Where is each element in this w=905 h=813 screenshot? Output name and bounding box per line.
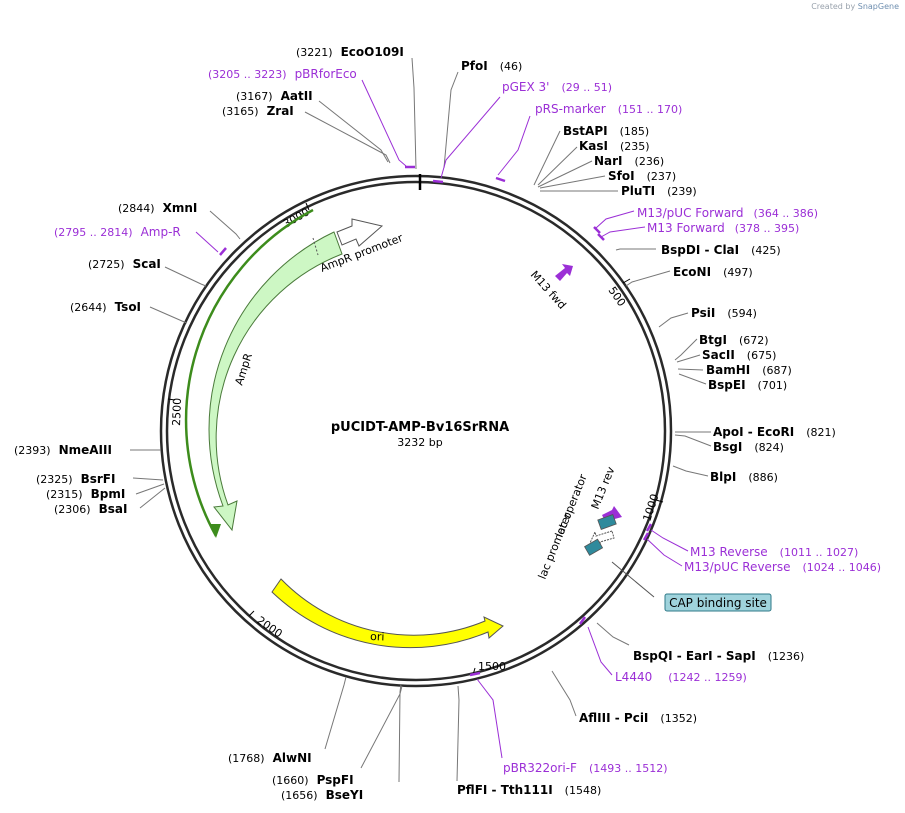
enzyme-bpmi[interactable]: (2315)BpmI [46, 487, 125, 501]
ampr-feature[interactable] [208, 231, 343, 532]
enzyme-tsoi[interactable]: (2644)TsoI [70, 300, 141, 314]
cap-site-leader [611, 561, 655, 598]
primer-pgex3[interactable]: pGEX 3'(29 .. 51) [502, 80, 612, 94]
brand-name: SnapGene [857, 2, 899, 11]
enzyme-bspqi-eari-sapi[interactable]: BspQI - EarI - SapI(1236) [633, 649, 804, 663]
enzyme-leaders [130, 57, 712, 783]
ori-feature[interactable] [271, 578, 504, 649]
cap-site-label: CAP binding site [669, 596, 767, 610]
enzyme-pflfi-tth111i[interactable]: PflFI - Tth111I(1548) [457, 783, 601, 797]
enzyme-bamhi[interactable]: BamHI(687) [706, 363, 792, 377]
lac-promoter-label: lac promoter [536, 511, 575, 582]
enzyme-scai[interactable]: (2725)ScaI [88, 257, 161, 271]
primer-m13-reverse[interactable]: M13 Reverse(1011 .. 1027) [690, 545, 858, 559]
ampr-label: AmpR [232, 351, 255, 387]
enzyme-pspfi[interactable]: (1660)PspFI [272, 773, 354, 787]
enzyme-psii[interactable]: PsiI(594) [691, 306, 757, 320]
enzyme-bsai[interactable]: (2306)BsaI [54, 502, 127, 516]
enzyme-xmni[interactable]: (2844)XmnI [118, 201, 197, 215]
primer-amp-r[interactable]: (2795 .. 2814)Amp-R [54, 225, 181, 239]
enzyme-pluti[interactable]: PluTI(239) [621, 184, 697, 198]
enzyme-econi[interactable]: EcoNI(497) [673, 265, 753, 279]
ampr-promoter-divider [312, 237, 319, 256]
enzyme-aatii[interactable]: (3167)AatII [236, 89, 313, 103]
cap-site-feature[interactable] [584, 538, 604, 556]
enzyme-blpi[interactable]: BlpI(886) [710, 470, 778, 484]
m13-fwd-feature[interactable] [555, 264, 573, 281]
enzyme-bseyi[interactable]: (1656)BseYI [281, 788, 363, 802]
tick-2000: 2000 [254, 614, 284, 641]
plasmid-length: 3232 bp [397, 436, 442, 449]
primer-pbr322ori-f[interactable]: pBR322ori-F(1493 .. 1512) [503, 761, 668, 775]
enzyme-ecoo109i[interactable]: (3221)EcoO109I [296, 45, 404, 59]
plasmid-name: pUCIDT-AMP-Bv16SrRNA [331, 420, 509, 435]
enzyme-bstapi[interactable]: BstAPI(185) [563, 124, 649, 138]
ampr-orf-arrowhead [209, 524, 221, 538]
enzyme-nmeaiii[interactable]: (2393)NmeAIII [14, 443, 112, 457]
enzyme-pfoi[interactable]: PfoI(46) [461, 59, 522, 73]
ampr-orf-line [184, 208, 314, 537]
primer-m13-puc-forward[interactable]: M13/pUC Forward(364 .. 386) [637, 206, 818, 220]
primer-l4440[interactable]: L4440(1242 .. 1259) [615, 670, 747, 684]
ori-label: ori [370, 630, 385, 643]
m13-rev-label: M13 rev [589, 465, 618, 512]
enzyme-sfoi[interactable]: SfoI(237) [608, 169, 676, 183]
enzyme-labels: (3221)EcoO109I PfoI(46) (3167)AatII (316… [14, 45, 836, 802]
primer-m13-puc-reverse[interactable]: M13/pUC Reverse(1024 .. 1046) [684, 560, 881, 574]
primer-labels: (3205 .. 3223)pBRforEco pGEX 3'(29 .. 51… [54, 67, 881, 775]
enzyme-sacii[interactable]: SacII(675) [702, 348, 776, 362]
enzyme-alwni[interactable]: (1768)AlwNI [228, 751, 312, 765]
ampr-promoter-feature[interactable] [336, 218, 384, 247]
tick-1500: 1500 [478, 660, 506, 673]
primer-prs-marker[interactable]: pRS-marker(151 .. 170) [535, 102, 682, 116]
cap-site-box[interactable] [664, 593, 772, 612]
primer-marks [219, 165, 653, 677]
tick-2500: 2500 [170, 398, 184, 426]
enzyme-afliii-pcii[interactable]: AflIII - PciI(1352) [579, 711, 697, 725]
enzyme-apoi-ecori[interactable]: ApoI - EcoRI(821) [713, 425, 836, 439]
enzyme-nari[interactable]: NarI(236) [594, 154, 664, 168]
enzyme-bspei[interactable]: BspEI(701) [708, 378, 787, 392]
enzyme-bsgi[interactable]: BsgI(824) [713, 440, 784, 454]
enzyme-kasi[interactable]: KasI(235) [579, 139, 650, 153]
lac-operator-feature[interactable] [597, 514, 617, 530]
backbone [159, 174, 673, 688]
enzyme-btgi[interactable]: BtgI(672) [699, 333, 769, 347]
enzyme-bspdi-clai[interactable]: BspDI - ClaI(425) [661, 243, 781, 257]
enzyme-bsrfi[interactable]: (2325)BsrFI [36, 472, 115, 486]
primer-pbrforeco[interactable]: (3205 .. 3223)pBRforEco [208, 67, 357, 81]
primer-m13-forward[interactable]: M13 Forward(378 .. 395) [647, 221, 799, 235]
primer-leaders [195, 79, 689, 759]
brand-credit: Created by SnapGene [811, 2, 899, 11]
brand-prefix: Created by [811, 2, 856, 11]
tick-500: 500 [606, 284, 629, 309]
enzyme-zrai[interactable]: (3165)ZraI [222, 104, 294, 118]
